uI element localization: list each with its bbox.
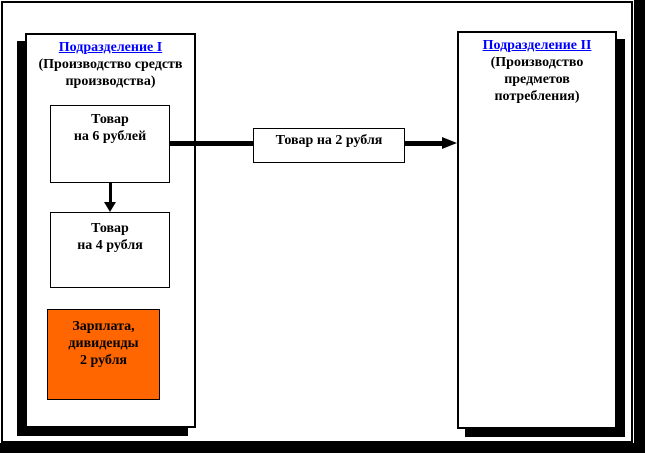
division1-title-link[interactable]: Подразделение I <box>58 40 163 55</box>
division2-subtitle-line: предметов <box>504 72 570 87</box>
division2-title-link[interactable]: Подразделение II <box>482 38 592 53</box>
goods-6-rubles-label: Товар <box>91 112 129 127</box>
division2-box: Подразделение II (Производство предметов… <box>457 31 617 429</box>
frame-shadow-bottom <box>0 443 645 453</box>
goods-6-rubles-box: Товар на 6 рублей <box>50 105 170 183</box>
salary-dividends-label: дивиденды <box>68 336 139 351</box>
division2-subtitle-line: потребления) <box>494 89 580 104</box>
down-arrowhead-icon <box>104 202 116 212</box>
division1-subtitle-line: (Производство средств <box>38 57 183 72</box>
goods-6-rubles-label: на 6 рублей <box>73 129 147 144</box>
goods-2-rubles-box: Товар на 2 рубля <box>253 128 405 163</box>
salary-dividends-box: Зарплата, дивиденды 2 рубля <box>47 309 160 400</box>
right-arrow-line-left-segment <box>170 141 253 146</box>
goods-4-rubles-label: на 4 рубля <box>77 238 143 253</box>
right-arrowhead-icon <box>442 137 457 149</box>
outer-frame <box>1 1 633 443</box>
goods-2-rubles-label: Товар на 2 рубля <box>275 133 383 148</box>
goods-4-rubles-label: Товар <box>91 221 129 236</box>
division2-subtitle-line: (Производство <box>490 55 584 70</box>
right-arrow-line-right-segment <box>405 141 442 146</box>
salary-dividends-label: 2 рубля <box>80 353 127 368</box>
division1-subtitle-line: производства) <box>65 74 156 89</box>
goods-4-rubles-box: Товар на 4 рубля <box>50 212 170 288</box>
frame-shadow-right <box>634 0 645 453</box>
salary-dividends-label: Зарплата, <box>72 319 135 334</box>
down-arrow-line <box>109 183 112 203</box>
